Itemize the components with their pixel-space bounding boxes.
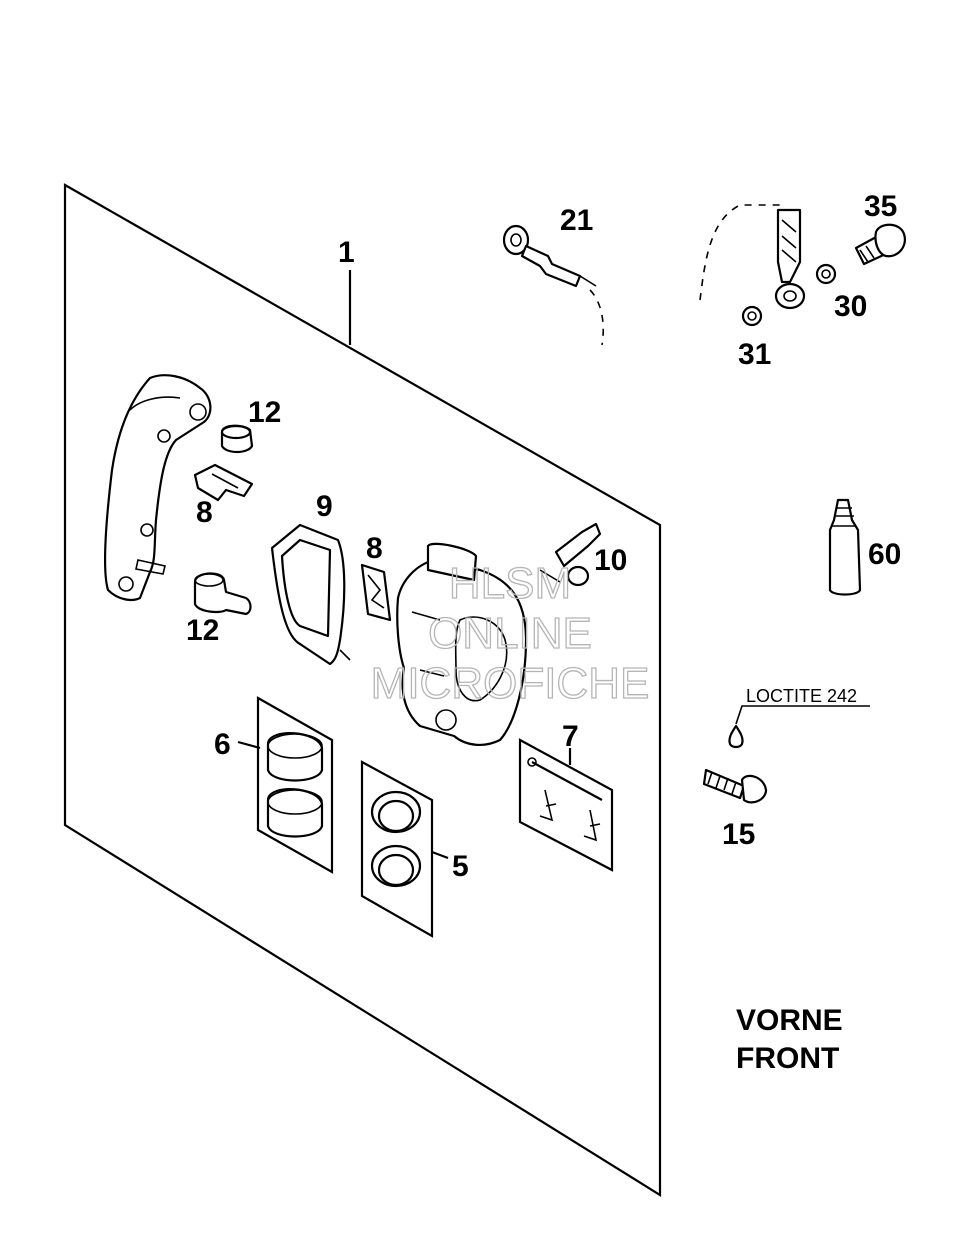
pad-spring-lower: [360, 563, 392, 622]
callout-21: 21: [560, 204, 593, 237]
caliper-body: [396, 542, 528, 746]
callout-9: 9: [316, 490, 333, 523]
caliper-kit-panel: [63, 183, 662, 1197]
slide-pin-lower: [193, 572, 252, 616]
watermark-line-1: HLSM: [449, 559, 571, 608]
callout-8-lower: 8: [366, 532, 383, 565]
diagram-title-line-1: VORNE: [736, 1004, 843, 1037]
pad-spring-upper: [193, 463, 254, 502]
brake-pads: [270, 523, 351, 666]
callout-1: 1: [338, 236, 355, 269]
watermark-line-3: MICROFICHE: [371, 659, 650, 708]
slide-bushing-upper: [220, 424, 254, 454]
callout-30: 30: [834, 290, 867, 323]
callout-leader-6: [237, 740, 261, 750]
callout-10: 10: [594, 544, 627, 577]
callout-35: 35: [864, 190, 897, 223]
loctite-drop: [728, 705, 870, 749]
callout-5: 5: [452, 850, 469, 883]
loctite-note: LOCTITE 242: [746, 686, 857, 706]
callout-8-upper: 8: [196, 496, 213, 529]
callout-15: 15: [722, 818, 755, 851]
brake-hose-banjo: [502, 224, 605, 346]
sealing-washer-31: [741, 305, 763, 327]
piston-kit: [256, 696, 334, 874]
callout-12-upper: 12: [248, 396, 281, 429]
caliper-bolt: [702, 768, 768, 804]
callout-6: 6: [214, 728, 231, 761]
caliper-bracket: [103, 374, 212, 601]
callout-31: 31: [738, 338, 771, 371]
sealing-washer-30: [815, 263, 837, 285]
brake-hose-upper: [699, 204, 806, 310]
fluid-bottle: [828, 498, 862, 596]
callout-12-lower: 12: [186, 614, 219, 647]
diagram-title-line-2: FRONT: [736, 1042, 839, 1075]
pin-kit: [518, 738, 614, 872]
callout-leader-5: [431, 850, 449, 860]
bleeder-screw: [539, 522, 602, 587]
callout-60: 60: [868, 538, 901, 571]
banjo-bolt: [854, 223, 906, 266]
callout-7: 7: [562, 720, 579, 753]
watermark-line-2: ONLINE: [428, 609, 592, 658]
seal-kit: [360, 760, 434, 938]
